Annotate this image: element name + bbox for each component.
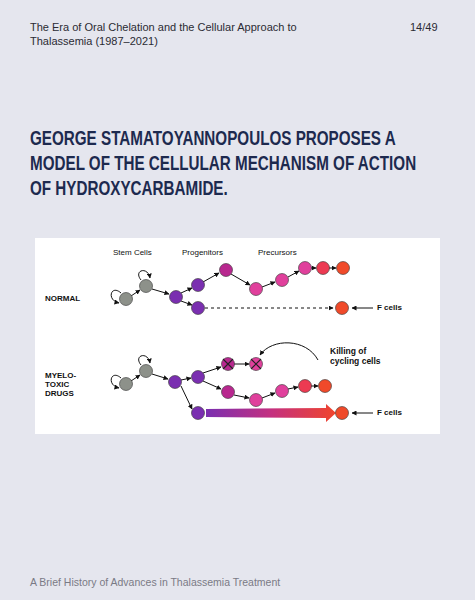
lineage-arrow bbox=[352, 308, 373, 309]
lineage-arrow bbox=[352, 413, 373, 414]
gradient-arrow bbox=[206, 404, 336, 422]
cell-circle bbox=[319, 380, 332, 393]
cell-label: F cells bbox=[377, 303, 432, 313]
cell-label: F cells bbox=[377, 408, 432, 418]
lineage-arrow bbox=[203, 367, 221, 373]
cell-circle bbox=[220, 264, 233, 277]
cell-circle bbox=[250, 283, 263, 296]
lineage-arrow bbox=[131, 290, 140, 296]
cell-circle bbox=[317, 262, 330, 275]
cell-circle bbox=[299, 262, 312, 275]
row-label: MYELO- TOXIC DRUGS bbox=[45, 371, 89, 399]
cell-circle bbox=[276, 385, 289, 398]
cell-circle bbox=[192, 371, 205, 384]
lineage-arrow bbox=[288, 387, 298, 389]
dashed-arrow bbox=[205, 308, 333, 309]
lineage-arrow bbox=[203, 273, 219, 282]
cell-circle bbox=[120, 378, 133, 391]
cell-circle bbox=[250, 394, 263, 407]
cell-circle bbox=[120, 293, 133, 306]
cell-circle bbox=[337, 262, 350, 275]
cell-circle bbox=[192, 407, 205, 420]
section-header: The Era of Oral Chelation and the Cellul… bbox=[30, 20, 310, 49]
lineage-arrow bbox=[234, 364, 249, 365]
lineage-arrow bbox=[262, 393, 275, 398]
cell-circle bbox=[299, 380, 312, 393]
cell-circle bbox=[170, 291, 183, 304]
lineage-arrow bbox=[288, 271, 299, 277]
figure-panel bbox=[35, 238, 440, 434]
cell-circle bbox=[276, 274, 289, 287]
lineage-arrow bbox=[234, 395, 249, 398]
lineage-arrow bbox=[139, 356, 150, 365]
lineage-arrow bbox=[181, 378, 191, 380]
lineage-arrow bbox=[231, 274, 250, 285]
cell-circle bbox=[140, 280, 153, 293]
cell-circle bbox=[250, 358, 263, 371]
cell-circle bbox=[192, 302, 205, 315]
cell-circle bbox=[222, 386, 235, 399]
lineage-arrow bbox=[131, 375, 140, 381]
lineage-arrow bbox=[311, 386, 318, 387]
column-label: Stem Cells bbox=[113, 248, 173, 258]
lineage-arrow bbox=[152, 289, 169, 294]
lineage-arrow bbox=[262, 282, 275, 287]
cell-circle bbox=[336, 407, 349, 420]
row-label: NORMAL bbox=[45, 294, 105, 304]
column-label: Precursors bbox=[258, 248, 318, 258]
lineage-arrow bbox=[260, 343, 318, 360]
slide-title: GEORGE STAMATOYANNOPOULOS PROPOSES A MOD… bbox=[30, 126, 436, 201]
lineage-arrow bbox=[329, 268, 336, 269]
lineage-arrow bbox=[111, 375, 121, 388]
lineage-arrow bbox=[181, 288, 192, 293]
cell-circle bbox=[222, 358, 235, 371]
column-label: Progenitors bbox=[182, 248, 242, 258]
lineage-arrow bbox=[181, 301, 192, 305]
annotation: Killing of cycling cells bbox=[330, 346, 394, 366]
cell-circle bbox=[336, 302, 349, 315]
lineage-arrow bbox=[139, 271, 150, 280]
footer-text: A Brief History of Advances in Thalassem… bbox=[30, 576, 450, 589]
lineage-arrow bbox=[181, 386, 192, 409]
lineage-arrow bbox=[152, 374, 168, 379]
lineage-arrow bbox=[111, 290, 121, 303]
cell-circle bbox=[192, 279, 205, 292]
lineage-arrow bbox=[203, 381, 221, 389]
page-number: 14/49 bbox=[410, 20, 450, 34]
cell-circle bbox=[169, 376, 182, 389]
cell-circle bbox=[140, 365, 153, 378]
